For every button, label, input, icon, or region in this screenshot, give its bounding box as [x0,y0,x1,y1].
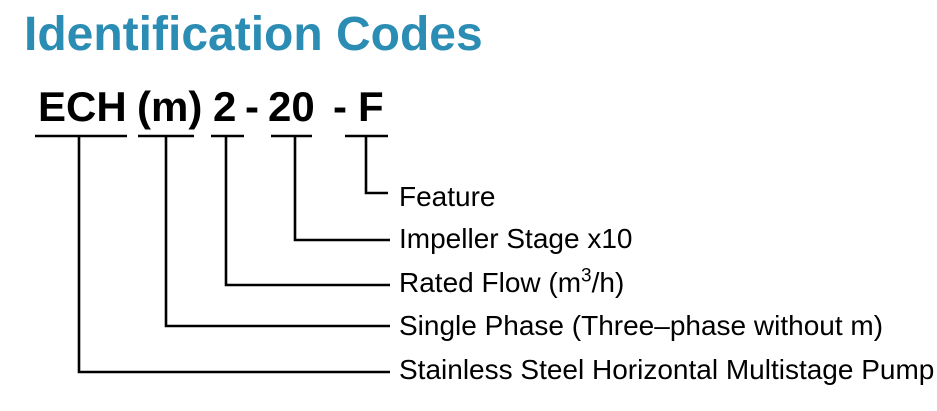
code-segment-dash-1: - [245,83,259,130]
label-impeller-stage: Impeller Stage x10 [399,222,632,256]
code-segment-dash-2: - [333,83,347,130]
code-segment-m: (m) [137,83,203,130]
label-impeller-stage-text: Impeller Stage x10 [399,223,633,254]
label-feature: Feature [399,180,496,214]
connector-stage-line [271,134,390,242]
label-feature-text: Feature [399,181,496,212]
label-pump-type: Stainless Steel Horizontal Multistage Pu… [399,353,934,387]
code-segment-ech: ECH [38,83,127,130]
connector-flow-line [211,134,390,287]
label-rated-flow-post: /h) [591,267,625,298]
code-segment-feature: F [358,83,384,130]
connector-ech-line [35,134,390,374]
connector-m-line [138,134,390,328]
connector-feature-line [345,134,388,195]
page-title: Identification Codes [24,8,483,61]
label-rated-flow: Rated Flow (m3/h) [399,266,624,300]
label-pump-type-text: Stainless Steel Horizontal Multistage Pu… [399,354,935,385]
label-rated-flow-superscript: 3 [581,265,592,287]
label-single-phase-text: Single Phase (Three–phase without m) [399,310,884,341]
code-segment-flow: 2 [213,83,237,130]
label-single-phase: Single Phase (Three–phase without m) [399,309,883,343]
code-segment-stage: 20 [268,83,315,130]
label-rated-flow-pre: Rated Flow (m [399,267,582,298]
